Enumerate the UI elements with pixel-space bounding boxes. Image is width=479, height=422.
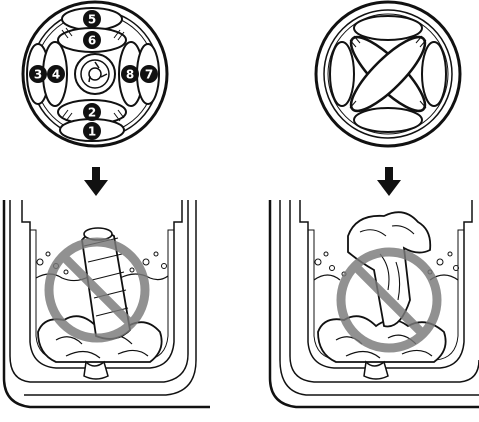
svg-text:8: 8 bbox=[126, 68, 134, 82]
hub-icon bbox=[75, 54, 115, 94]
svg-text:5: 5 bbox=[88, 13, 96, 27]
right-drum-side-view bbox=[270, 200, 479, 407]
svg-text:7: 7 bbox=[145, 68, 153, 82]
svg-text:1: 1 bbox=[88, 125, 96, 139]
svg-text:2: 2 bbox=[88, 106, 96, 120]
left-drum-top-view: 5 6 2 1 3 4 8 7 bbox=[23, 2, 167, 146]
down-arrow-icon bbox=[377, 167, 401, 196]
svg-text:4: 4 bbox=[52, 68, 60, 82]
svg-text:3: 3 bbox=[34, 68, 42, 82]
svg-text:6: 6 bbox=[88, 34, 96, 48]
right-drum-top-view bbox=[316, 2, 460, 146]
down-arrow-icon bbox=[84, 167, 108, 196]
left-drum-side-view bbox=[4, 200, 210, 407]
